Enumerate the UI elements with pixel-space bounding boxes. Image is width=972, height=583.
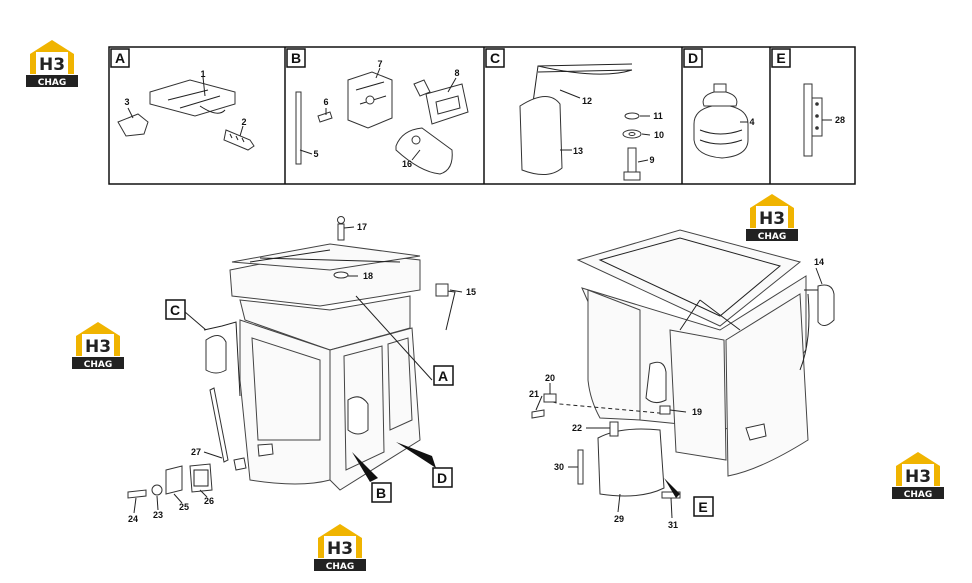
- washer: [622, 112, 642, 139]
- rod: [295, 91, 302, 165]
- section-tag-e: E: [771, 48, 791, 68]
- svg-text:CHAG: CHAG: [38, 78, 67, 88]
- bolt: [223, 129, 255, 151]
- section-tag-c-main: C: [165, 299, 207, 331]
- callout-7: 7: [377, 59, 382, 69]
- door-handle: [395, 127, 453, 175]
- svg-text:E: E: [698, 499, 707, 515]
- svg-text:B: B: [376, 485, 386, 501]
- brand-logo: H3 CHAG: [744, 192, 800, 242]
- main-leaders: [133, 226, 823, 519]
- detail-panel: A B C D E: [108, 46, 856, 185]
- mirror-glass: [519, 96, 563, 175]
- callout-11: 11: [653, 111, 663, 121]
- svg-text:H3: H3: [759, 209, 785, 229]
- callout-4: 4: [749, 117, 754, 127]
- svg-text:C: C: [490, 50, 500, 66]
- callout-30: 30: [554, 462, 564, 472]
- callout-13: 13: [573, 146, 583, 156]
- brand-logo: H3 CHAG: [24, 38, 80, 88]
- callout-2: 2: [241, 117, 246, 127]
- logo-icon: H3 CHAG: [26, 40, 78, 88]
- callout-28: 28: [835, 115, 845, 125]
- svg-text:CHAG: CHAG: [84, 360, 113, 370]
- svg-text:D: D: [437, 470, 447, 486]
- callout-25: 25: [179, 502, 189, 512]
- section-tag-b-main: B: [371, 482, 392, 503]
- svg-text:H3: H3: [327, 539, 353, 559]
- section-tag-b: B: [286, 48, 306, 68]
- svg-text:A: A: [438, 368, 448, 384]
- callout-6: 6: [323, 97, 328, 107]
- callout-24: 24: [128, 514, 138, 524]
- logo-icon: H3 CHAG: [314, 524, 366, 572]
- brand-logo: H3 CHAG: [70, 320, 126, 370]
- cab-left-view: [127, 216, 456, 499]
- callout-20: 20: [545, 373, 555, 383]
- callout-15: 15: [466, 287, 476, 297]
- stop-cap: [117, 113, 149, 137]
- logo-icon: H3 CHAG: [72, 322, 124, 370]
- svg-text:E: E: [776, 50, 785, 66]
- svg-text:D: D: [688, 50, 698, 66]
- detail-leaders: [127, 67, 832, 163]
- svg-text:H3: H3: [39, 55, 65, 75]
- callout-17: 17: [357, 222, 367, 232]
- cab-right-view: [531, 229, 835, 499]
- callout-26: 26: [204, 496, 214, 506]
- callout-3: 3: [124, 97, 129, 107]
- callout-27: 27: [191, 447, 201, 457]
- rubber-mount: [693, 83, 749, 159]
- callout-1: 1: [200, 69, 205, 79]
- brand-logo: H3 CHAG: [890, 450, 946, 500]
- callout-8: 8: [454, 68, 459, 78]
- callout-10: 10: [654, 130, 664, 140]
- section-tag-a: A: [110, 48, 130, 68]
- hinge: [803, 83, 823, 157]
- callout-9: 9: [649, 155, 654, 165]
- callout-12: 12: [582, 96, 592, 106]
- svg-text:CHAG: CHAG: [904, 490, 933, 500]
- callout-18: 18: [363, 271, 373, 281]
- callout-5: 5: [313, 149, 318, 159]
- door-lock: [347, 71, 393, 129]
- svg-text:CHAG: CHAG: [326, 562, 355, 572]
- section-tag-a-main: A: [433, 365, 454, 386]
- svg-text:B: B: [291, 50, 301, 66]
- brand-logo: H3 CHAG: [312, 522, 368, 572]
- callouts: 1 2 3 4 5 6 7 8 9 10 11 12 13 14 15 16 1…: [124, 59, 845, 530]
- logo-icon: H3 CHAG: [892, 452, 944, 500]
- section-tag-c: C: [485, 48, 505, 68]
- logo-icon: H3 CHAG: [746, 194, 798, 242]
- section-tag-d: D: [683, 48, 703, 68]
- callout-21: 21: [529, 389, 539, 399]
- svg-text:C: C: [170, 302, 180, 318]
- callout-23: 23: [153, 510, 163, 520]
- callout-22: 22: [572, 423, 582, 433]
- section-tag-e-main: E: [693, 496, 714, 517]
- section-tag-d-main: D: [432, 467, 453, 488]
- mirror-arm: [531, 63, 633, 111]
- mount-bolt: [623, 147, 641, 181]
- callout-14: 14: [814, 257, 824, 267]
- callout-29: 29: [614, 514, 624, 524]
- callout-16: 16: [402, 159, 412, 169]
- callout-31: 31: [668, 520, 678, 530]
- svg-text:H3: H3: [85, 337, 111, 357]
- svg-text:H3: H3: [905, 467, 931, 487]
- striker-plate: [413, 79, 469, 125]
- callout-19: 19: [692, 407, 702, 417]
- svg-text:CHAG: CHAG: [758, 232, 787, 242]
- latch-bracket: [149, 79, 236, 117]
- svg-text:A: A: [115, 50, 125, 66]
